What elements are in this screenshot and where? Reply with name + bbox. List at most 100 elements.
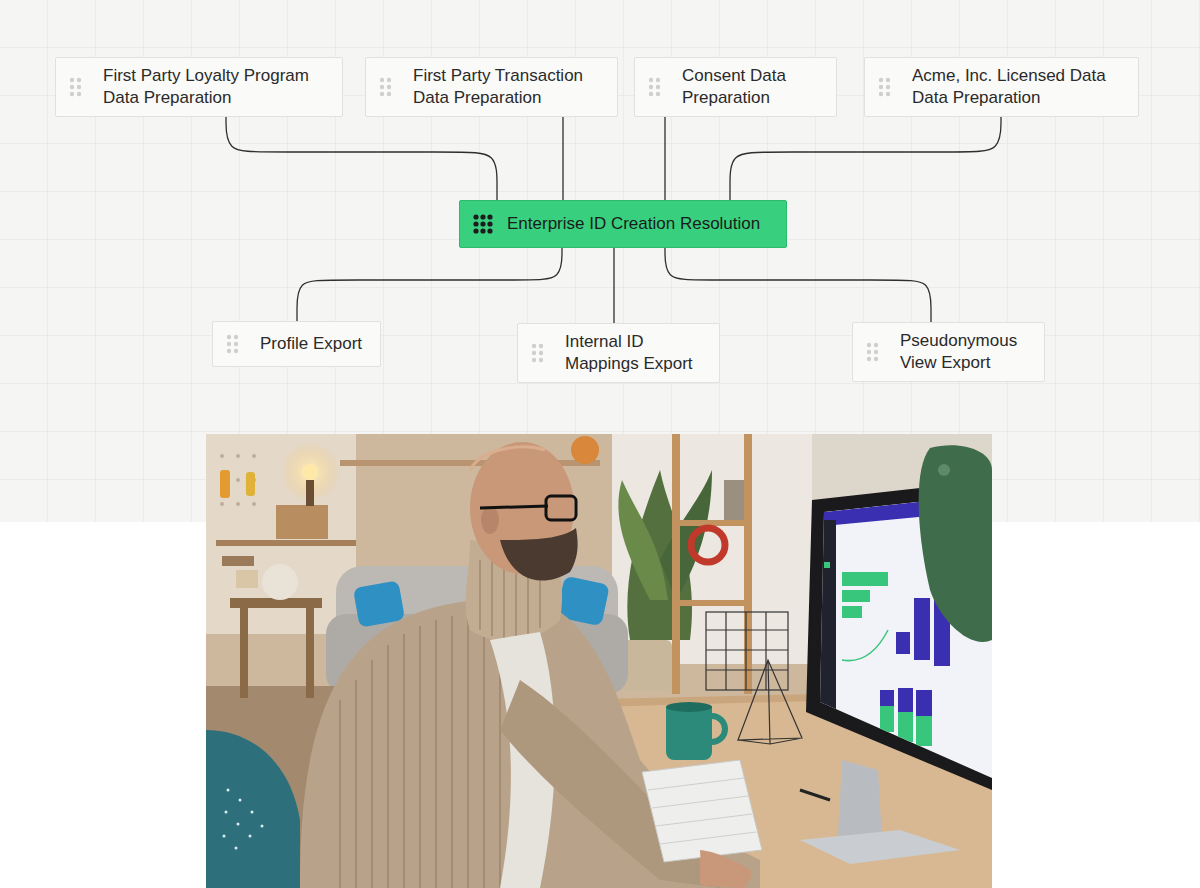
chair-part-part <box>227 789 230 792</box>
grip-icon <box>473 214 493 234</box>
plant-and-shelf-part <box>660 470 712 600</box>
grip-dot <box>879 78 883 82</box>
room-part <box>222 556 254 566</box>
room-part <box>220 454 256 506</box>
desk-part <box>712 716 725 742</box>
room-part <box>571 436 599 464</box>
grip-dot <box>874 357 878 361</box>
room-part <box>216 540 356 546</box>
plant-and-shelf-part <box>618 480 668 600</box>
room <box>206 434 992 888</box>
process-box: Pseudonymous View Export <box>852 322 1045 382</box>
monitor-part-part <box>824 562 830 568</box>
sofa-part <box>262 564 298 600</box>
monitor-part-part <box>914 598 930 660</box>
grip-dot <box>656 92 660 96</box>
plant-and-shelf-part <box>672 434 680 694</box>
sofa-part <box>306 608 314 698</box>
room-part <box>220 470 230 498</box>
monitor-part-part <box>842 572 888 586</box>
chair-part-part <box>225 811 228 814</box>
grip-dot <box>656 85 660 89</box>
lamp <box>919 445 992 642</box>
grip-dot <box>532 351 536 355</box>
box-label: Internal ID Mappings Export <box>565 331 705 375</box>
keyboard <box>642 760 830 888</box>
grip-dot <box>649 92 653 96</box>
grip-dot <box>473 221 478 226</box>
grip-dot <box>77 92 81 96</box>
grip-dot <box>487 221 492 226</box>
person-part <box>480 506 548 508</box>
room-part <box>302 464 318 480</box>
chair-part-part <box>237 823 240 826</box>
grip-dot <box>70 85 74 89</box>
hub-box: Enterprise ID Creation Resolution <box>459 200 787 248</box>
monitor-part-part <box>842 590 870 602</box>
keyboard-part <box>800 790 830 800</box>
grip-dot <box>539 344 543 348</box>
chair-part-part <box>223 835 226 838</box>
grip-dot <box>886 92 890 96</box>
grip-dot <box>480 221 485 226</box>
plant-and-shelf-part <box>744 434 752 694</box>
grip-dot <box>70 78 74 82</box>
grip-dot <box>539 358 543 362</box>
grip-dot <box>387 85 391 89</box>
desk-part <box>666 706 712 760</box>
grip-icon <box>866 342 880 362</box>
person-part <box>481 506 499 534</box>
plant-and-shelf-part <box>724 480 744 520</box>
grip-dot <box>874 350 878 354</box>
process-box: First Party Loyalty Program Data Prepara… <box>55 57 343 117</box>
grip-icon <box>531 343 545 363</box>
process-box: First Party Transaction Data Preparation <box>365 57 618 117</box>
lamp-part <box>938 464 950 476</box>
chair-part-part <box>239 799 242 802</box>
grip-icon <box>878 77 892 97</box>
monitor-part-part <box>820 520 836 710</box>
grip-dot <box>77 78 81 82</box>
grip-dot <box>473 214 478 219</box>
box-label: Acme, Inc. Licensed Data Data Preparatio… <box>912 65 1124 109</box>
grip-dot <box>77 85 81 89</box>
process-box: Profile Export <box>212 321 381 367</box>
monitor-part-part <box>916 716 932 746</box>
keyboard-part <box>700 850 752 888</box>
connector <box>562 117 563 200</box>
connector <box>226 117 497 200</box>
room-part <box>306 480 314 506</box>
grip-icon <box>648 77 662 97</box>
connector <box>613 248 614 323</box>
monitor-part <box>800 830 960 864</box>
grip-dot <box>227 335 231 339</box>
grip-dot <box>387 92 391 96</box>
monitor-part-part <box>896 632 910 654</box>
person-part <box>700 850 752 888</box>
grip-dot <box>879 85 883 89</box>
chair-part-part <box>235 847 238 850</box>
room-part <box>206 434 992 888</box>
room-part-part <box>236 454 240 458</box>
connector <box>665 248 931 322</box>
chair-part-part <box>249 835 252 838</box>
grip-dot <box>886 85 890 89</box>
person-part <box>500 528 578 581</box>
grip-dot <box>480 228 485 233</box>
grip-dot <box>227 342 231 346</box>
chair-part-part <box>251 811 254 814</box>
desk-part <box>706 612 802 744</box>
monitor-part-part <box>842 630 888 661</box>
monitor-part-part <box>898 688 913 712</box>
desk-part-part <box>738 660 802 744</box>
grip-dot <box>532 344 536 348</box>
grip-dot <box>480 214 485 219</box>
grip-dot <box>867 350 871 354</box>
connector <box>664 117 665 200</box>
grip-dot <box>886 78 890 82</box>
grip-dot <box>70 92 74 96</box>
grip-dot <box>380 85 384 89</box>
grip-dot <box>649 78 653 82</box>
grip-dot <box>487 214 492 219</box>
